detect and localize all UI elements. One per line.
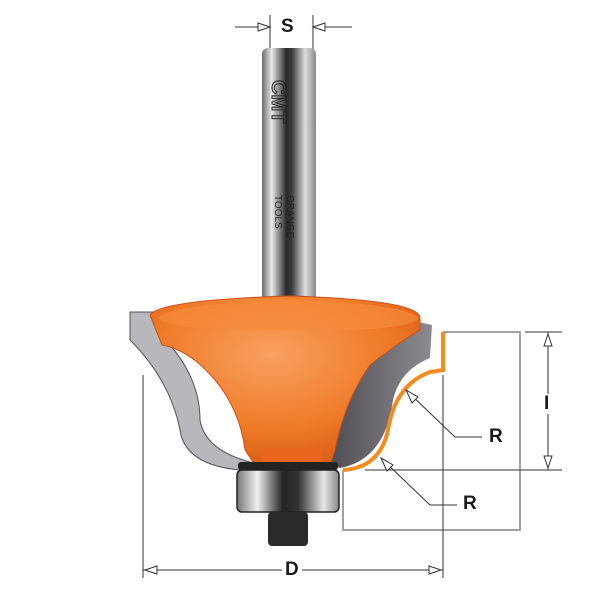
depth-dimension xyxy=(365,331,562,471)
bearing xyxy=(236,469,340,513)
cutter-body xyxy=(149,295,421,466)
bearing-washer xyxy=(238,462,338,470)
shank-dimension xyxy=(235,15,352,52)
label-r-lower: R xyxy=(460,494,480,514)
bearing-screw xyxy=(268,512,308,546)
shank xyxy=(262,48,316,310)
svg-text:CMT: CMT xyxy=(268,80,289,123)
brand-logo: CMT xyxy=(268,80,290,245)
label-r-upper: R xyxy=(486,427,506,447)
right-cutter xyxy=(325,320,432,468)
label-i: I xyxy=(541,394,553,414)
brand-line-tools: TOOLS xyxy=(272,195,283,229)
label-s: S xyxy=(278,17,297,37)
profile-curve xyxy=(342,332,445,472)
brand-text: ORANGE TOOLS xyxy=(272,195,307,265)
label-d: D xyxy=(282,560,302,580)
brand-line-orange: ORANGE xyxy=(284,195,295,239)
radius-leaders xyxy=(379,388,482,506)
workpiece-outline xyxy=(342,331,521,531)
body-rim xyxy=(158,300,418,331)
body-neck xyxy=(262,448,322,466)
diameter-dimension xyxy=(142,375,444,578)
